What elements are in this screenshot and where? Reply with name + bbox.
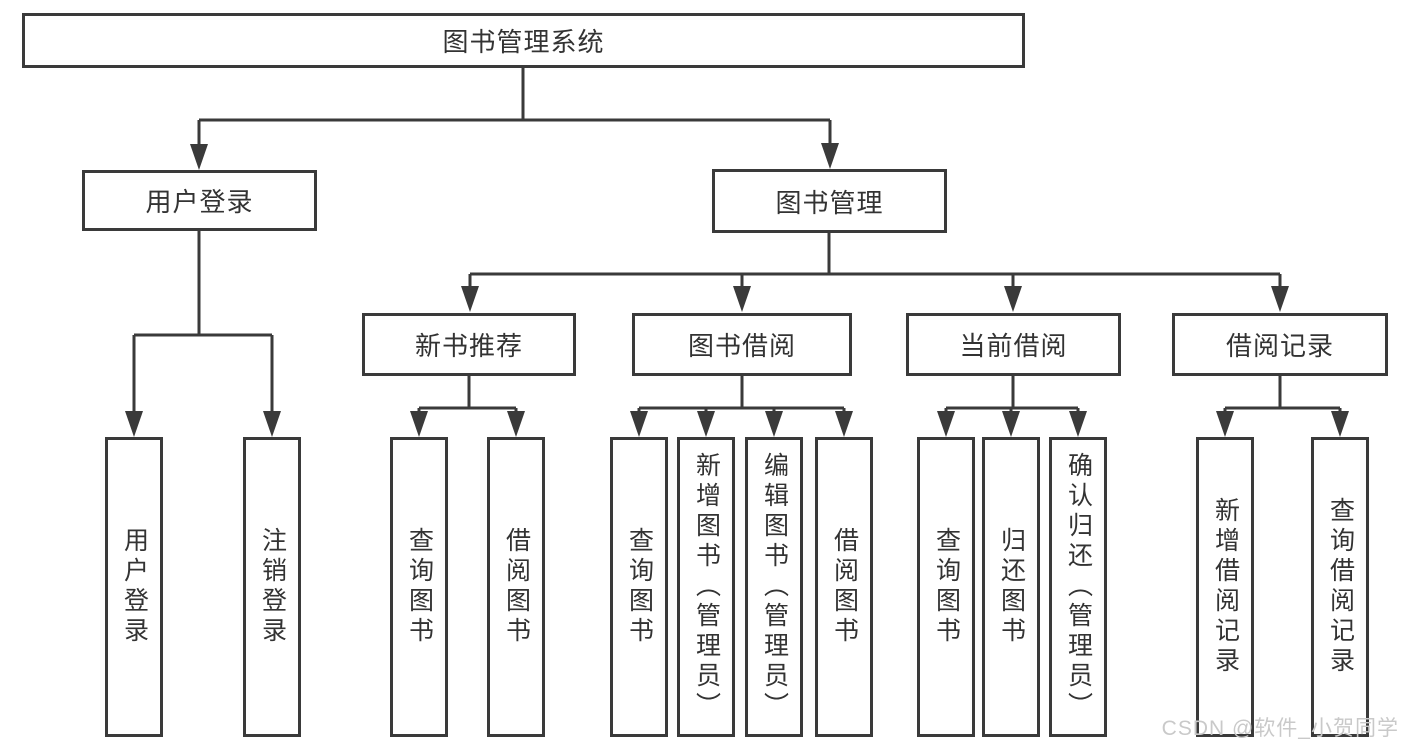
arrow-down-icon — [1069, 411, 1087, 437]
arrow-down-icon — [461, 286, 479, 312]
arrow-down-icon — [765, 411, 783, 437]
leaf-query-books-1: 查询图书 — [390, 437, 448, 737]
arrow-down-icon — [1216, 411, 1234, 437]
arrow-down-icon — [697, 411, 715, 437]
arrow-down-icon — [630, 411, 648, 437]
arrow-down-icon — [125, 411, 143, 437]
node-book-borrowing: 图书借阅 — [632, 313, 852, 376]
arrow-down-icon — [733, 286, 751, 312]
node-borrowing-records: 借阅记录 — [1172, 313, 1388, 376]
arrow-down-icon — [1002, 411, 1020, 437]
arrow-down-icon — [1331, 411, 1349, 437]
node-new-book-recommendation: 新书推荐 — [362, 313, 576, 376]
arrow-down-icon — [1004, 286, 1022, 312]
leaf-add-borrow-record: 新增借阅记录 — [1196, 437, 1254, 737]
leaf-borrow-books-1: 借阅图书 — [487, 437, 545, 737]
arrow-down-icon — [821, 143, 839, 169]
leaf-query-borrow-record: 查询借阅记录 — [1311, 437, 1369, 737]
node-user-login: 用户登录 — [82, 170, 317, 231]
leaf-add-books-admin: 新增图书（管理员） — [677, 437, 735, 737]
node-library-management-system: 图书管理系统 — [22, 13, 1025, 68]
arrow-down-icon — [937, 411, 955, 437]
leaf-logout: 注销登录 — [243, 437, 301, 737]
leaf-edit-books-admin: 编辑图书（管理员） — [745, 437, 803, 737]
arrow-down-icon — [1271, 286, 1289, 312]
node-book-management: 图书管理 — [712, 169, 947, 233]
connector-path — [132, 68, 1342, 413]
arrow-down-icon — [190, 144, 208, 170]
csdn-watermark: CSDN @软件_小贺同学 — [1161, 717, 1399, 740]
node-current-borrowing: 当前借阅 — [906, 313, 1121, 376]
arrow-down-icon — [835, 411, 853, 437]
arrow-down-icon — [410, 411, 428, 437]
leaf-query-books-2: 查询图书 — [610, 437, 668, 737]
leaf-confirm-return-admin: 确认归还（管理员） — [1049, 437, 1107, 737]
leaf-borrow-books-2: 借阅图书 — [815, 437, 873, 737]
leaf-user-login: 用户登录 — [105, 437, 163, 737]
arrow-down-icon — [507, 411, 525, 437]
leaf-return-books: 归还图书 — [982, 437, 1040, 737]
arrow-down-icon — [263, 411, 281, 437]
leaf-query-books-3: 查询图书 — [917, 437, 975, 737]
